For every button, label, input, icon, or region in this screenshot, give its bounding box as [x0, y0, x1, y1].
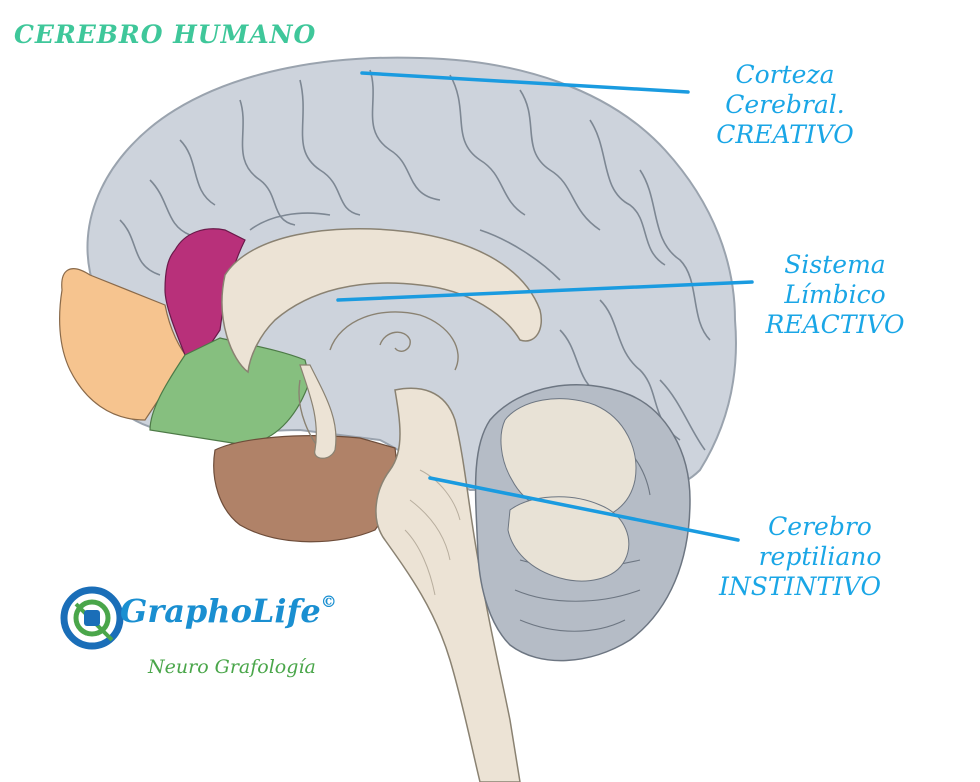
cerebellum-arbor	[500, 398, 637, 521]
cerebellum-arbor-lower	[507, 496, 630, 582]
label-reptiliano-line2: reptiliano	[758, 542, 882, 571]
brand-tagline: Neuro Grafología	[148, 656, 316, 678]
label-corteza-line3: CREATIVO	[716, 120, 854, 149]
label-corteza-line1: Corteza	[735, 60, 835, 89]
diagram-title: CEREBRO HUMANO	[14, 20, 317, 49]
label-limbico-line3: REACTIVO	[765, 310, 905, 339]
brand-name: GraphoLife	[120, 592, 321, 630]
label-corteza-line2: Cerebral.	[725, 90, 845, 119]
brand-logo: GraphoLife©	[120, 592, 337, 630]
frontal-region-green	[149, 337, 311, 446]
label-reptiliano-line1: Cerebro	[768, 512, 872, 541]
label-limbico: Sistema Límbico REACTIVO	[745, 250, 925, 340]
temporal-lobe	[213, 435, 397, 543]
brainstem	[375, 387, 521, 782]
grapholife-logo-icon	[60, 586, 124, 650]
fornix	[299, 364, 337, 459]
label-reptiliano-line3: INSTINTIVO	[719, 572, 881, 601]
label-reptiliano: Cerebro reptiliano INSTINTIVO	[680, 512, 920, 602]
frontal-region-orange	[59, 268, 191, 421]
pointer-lines	[336, 71, 754, 542]
frontal-region-pink	[164, 228, 246, 356]
corpus-callosum	[221, 228, 542, 374]
label-corteza: Corteza Cerebral. CREATIVO	[695, 60, 875, 150]
brand-registered-mark: ©	[320, 592, 337, 611]
pointer-line-reptiliano	[428, 476, 740, 542]
pointer-line-corteza	[360, 71, 690, 94]
label-limbico-line1: Sistema	[784, 250, 886, 279]
pons-lines	[404, 469, 461, 596]
pointer-line-limbico	[336, 280, 754, 302]
label-limbico-line2: Límbico	[784, 280, 886, 309]
